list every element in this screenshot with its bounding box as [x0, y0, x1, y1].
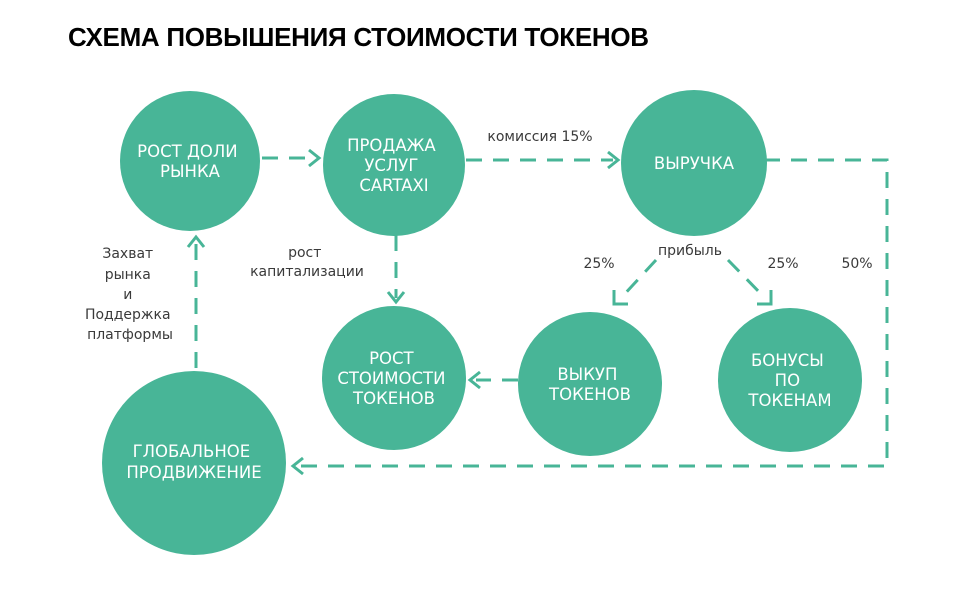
label-capture: Захват рынка и Поддержка платформы: [85, 246, 175, 343]
node-bonuses-line-3: ТОКЕНАМ: [747, 391, 831, 410]
node-service-sales: ПРОДАЖА УСЛУГ CARTAXI: [323, 94, 465, 236]
edge-revenue-to-buyback: [612, 258, 658, 306]
edge-buyback-to-token-value: [467, 370, 518, 390]
node-global-promotion: ГЛОБАЛЬНОЕ ПРОДВИЖЕНИЕ: [102, 371, 286, 555]
label-capture-line-1: Захват: [102, 246, 153, 262]
node-bonuses: БОНУСЫ ПО ТОКЕНАМ: [718, 308, 862, 452]
svg-text:ГЛОБАЛЬНОЕ ПРОДВИЖЕНИЕ: ГЛОБАЛЬНОЕ ПРОДВИЖЕНИЕ: [126, 442, 261, 482]
label-capture-line-5: платформы: [87, 327, 173, 343]
node-market-share-line-1: РОСТ ДОЛИ: [137, 142, 237, 161]
node-token-value: РОСТ СТОИМОСТИ ТОКЕНОВ: [322, 306, 466, 450]
node-bonuses-line-1: БОНУСЫ: [751, 351, 824, 370]
page-title: СХЕМА ПОВЫШЕНИЯ СТОИМОСТИ ТОКЕНОВ: [68, 22, 649, 52]
node-global-promotion-line-2: ПРОДВИЖЕНИЕ: [126, 463, 261, 482]
label-capitalization: рост капитализации: [250, 245, 364, 280]
node-revenue-label: ВЫРУЧКА: [654, 154, 735, 173]
label-profit: прибыль: [658, 243, 722, 259]
svg-text:ВЫКУП ТОКЕНОВ: ВЫКУП ТОКЕНОВ: [548, 365, 631, 404]
label-capture-line-3: и: [123, 287, 132, 303]
svg-text:РОСТ СТОИМОСТИ ТОК: РОСТ СТОИМОСТИ ТОКЕНОВ: [337, 349, 450, 408]
edge-global-promotion-to-market-share: [186, 234, 206, 368]
node-market-share: РОСТ ДОЛИ РЫНКА: [120, 91, 260, 231]
node-bonuses-line-2: ПО: [775, 371, 800, 390]
node-buyback-line-1: ВЫКУП: [557, 365, 617, 384]
node-buyback-line-2: ТОКЕНОВ: [548, 385, 631, 404]
node-market-share-line-2: РЫНКА: [160, 162, 221, 181]
label-capitalization-line-1: рост: [288, 245, 321, 261]
node-token-value-line-1: РОСТ: [369, 349, 414, 368]
node-revenue: ВЫРУЧКА: [621, 90, 767, 236]
node-service-sales-line-3: CARTAXI: [359, 176, 428, 195]
node-service-sales-line-2: УСЛУГ: [364, 156, 418, 175]
svg-text:ПРОДАЖА УСЛУГ CART: ПРОДАЖА УСЛУГ CARTAXI: [347, 136, 441, 195]
label-buyback-share: 25%: [583, 256, 614, 272]
edge-market-share-to-sales: [262, 148, 322, 168]
label-bonus-share: 25%: [767, 256, 798, 272]
label-capture-line-2: рынка: [105, 267, 151, 283]
edge-sales-to-token-value: [386, 235, 406, 305]
edge-sales-to-revenue: [466, 150, 621, 170]
node-token-value-line-3: ТОКЕНОВ: [352, 389, 435, 408]
svg-text:БОНУСЫ ПО ТОКЕНАМ: БОНУСЫ ПО ТОКЕНАМ: [747, 351, 831, 410]
edge-revenue-to-global-promotion: [290, 158, 889, 476]
label-capture-line-4: Поддержка: [85, 307, 171, 323]
node-service-sales-line-1: ПРОДАЖА: [347, 136, 436, 155]
node-buyback: ВЫКУП ТОКЕНОВ: [518, 312, 662, 456]
label-capitalization-line-2: капитализации: [250, 264, 364, 280]
label-promotion-share: 50%: [841, 256, 872, 272]
label-commission: комиссия 15%: [487, 129, 592, 145]
node-token-value-line-2: СТОИМОСТИ: [337, 369, 445, 388]
edge-revenue-to-bonuses: [726, 258, 773, 306]
svg-text:РОСТ ДОЛИ РЫНКА: РОСТ ДОЛИ РЫНКА: [137, 142, 243, 181]
node-global-promotion-line-1: ГЛОБАЛЬНОЕ: [133, 442, 251, 461]
